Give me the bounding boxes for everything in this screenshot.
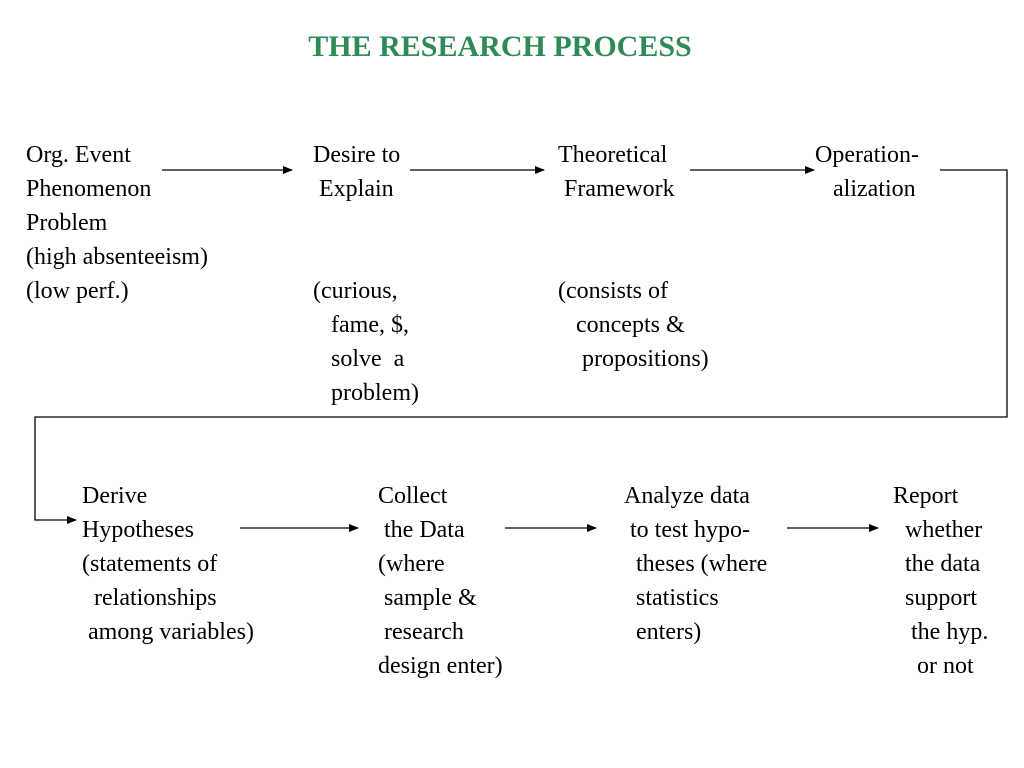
org-event-line: Problem bbox=[26, 210, 108, 236]
derive-hypotheses-line: among variables) bbox=[82, 619, 254, 645]
analyze-data-line: statistics bbox=[624, 585, 719, 611]
theoretical-framework-line: propositions) bbox=[558, 346, 709, 372]
theoretical-framework-line: Theoretical bbox=[558, 142, 668, 168]
node-desire-to-explain: Desire to Explain (curious, fame, $, sol… bbox=[313, 138, 419, 410]
page-title: THE RESEARCH PROCESS bbox=[308, 30, 692, 63]
collect-data-line: design enter) bbox=[378, 653, 503, 679]
theoretical-framework-line: Framework bbox=[558, 176, 675, 202]
theoretical-framework-line: concepts & bbox=[558, 312, 685, 338]
collect-data-line: Collect bbox=[378, 483, 448, 509]
theoretical-framework-line bbox=[558, 206, 709, 240]
arrow-operationalization-to-derive bbox=[34, 169, 1008, 524]
desire-to-explain-line: fame, $, bbox=[313, 312, 409, 338]
derive-hypotheses-line: (statements of bbox=[82, 551, 218, 577]
report-line: the data bbox=[893, 551, 981, 577]
org-event-line: (high absenteeism) bbox=[26, 244, 208, 270]
desire-to-explain-line: problem) bbox=[313, 380, 419, 406]
analyze-data-line: enters) bbox=[624, 619, 702, 645]
theoretical-framework-line: (consists of bbox=[558, 278, 668, 304]
desire-to-explain-line: Explain bbox=[313, 176, 394, 202]
report-line: or not bbox=[893, 653, 974, 679]
report-line: the hyp. bbox=[893, 619, 989, 645]
desire-to-explain-line bbox=[313, 206, 419, 240]
collect-data-line: the Data bbox=[378, 517, 465, 543]
desire-to-explain-line: solve a bbox=[313, 346, 405, 372]
report-line: whether bbox=[893, 517, 983, 543]
derive-hypotheses-line: relationships bbox=[82, 585, 217, 611]
node-analyze-data: Analyze data to test hypo- theses (where… bbox=[624, 479, 767, 649]
collect-data-line: sample & bbox=[378, 585, 477, 611]
node-report: Report whether the data support the hyp.… bbox=[893, 479, 988, 683]
analyze-data-line: Analyze data bbox=[624, 483, 750, 509]
desire-to-explain-line bbox=[313, 240, 419, 274]
desire-to-explain-line: (curious, bbox=[313, 278, 398, 304]
analyze-data-line: to test hypo- bbox=[624, 517, 750, 543]
operationalization-line: Operation- bbox=[815, 142, 919, 168]
node-theoretical-framework: Theoretical Framework (consists of conce… bbox=[558, 138, 709, 376]
collect-data-line: (where bbox=[378, 551, 445, 577]
derive-hypotheses-line: Derive bbox=[82, 483, 148, 509]
org-event-line: Org. Event bbox=[26, 142, 131, 168]
node-collect-data: Collect the Data (where sample & research… bbox=[378, 479, 503, 683]
org-event-line: (low perf.) bbox=[26, 278, 129, 304]
report-line: support bbox=[893, 585, 977, 611]
collect-data-line: research bbox=[378, 619, 464, 645]
operationalization-line: alization bbox=[815, 176, 916, 202]
theoretical-framework-line bbox=[558, 240, 709, 274]
node-operationalization: Operation- alization bbox=[815, 138, 919, 206]
desire-to-explain-line: Desire to bbox=[313, 142, 401, 168]
report-line: Report bbox=[893, 483, 959, 509]
analyze-data-line: theses (where bbox=[624, 551, 768, 577]
org-event-line: Phenomenon bbox=[26, 176, 152, 202]
derive-hypotheses-line: Hypotheses bbox=[82, 517, 194, 543]
